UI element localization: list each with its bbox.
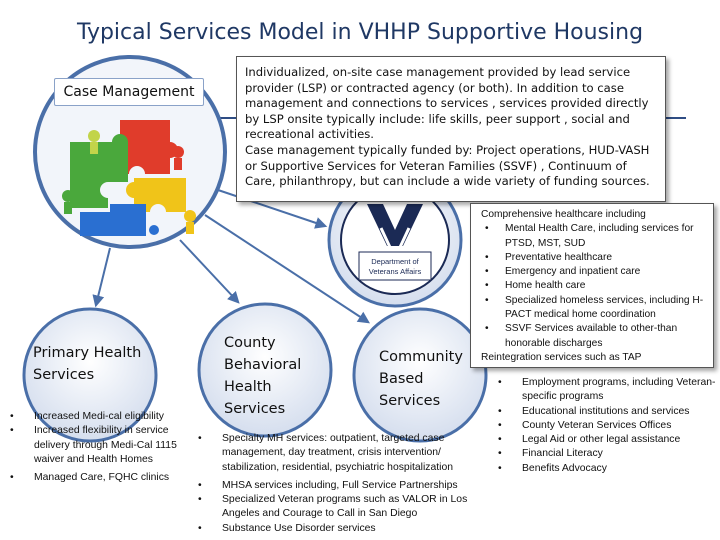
svg-text:Veterans Affairs: Veterans Affairs — [369, 267, 422, 276]
list-item: Educational institutions and services — [494, 405, 716, 420]
county-behavioral-list: Specialty MH services: outpatient, targe… — [194, 432, 484, 536]
list-item: Substance Use Disorder services — [194, 522, 484, 537]
va-healthcare-lead: Comprehensive healthcare including — [481, 209, 646, 220]
case-management-description-box: Individualized, on-site case management … — [236, 56, 666, 202]
list-item: Managed Care, FQHC clinics — [6, 471, 184, 486]
community-based-title: Community Based Services — [379, 349, 463, 409]
list-item: Mental Health Care, including services f… — [477, 222, 707, 251]
page-title: Typical Services Model in VHHP Supportiv… — [76, 20, 644, 45]
list-item: Specialty MH services: outpatient, targe… — [194, 432, 484, 475]
list-item: Emergency and inpatient care — [477, 265, 707, 280]
primary-health-list: Increased Medi-cal eligibility Increased… — [6, 410, 184, 486]
case-management-description-2: Case management typically funded by: Pro… — [245, 142, 650, 189]
va-logo-text: Department of — [371, 257, 419, 266]
va-healthcare-box: Comprehensive healthcare including Menta… — [470, 203, 714, 368]
arrow-to-va — [217, 189, 328, 229]
list-item: Benefits Advocacy — [494, 462, 716, 477]
list-item: County Veteran Services Offices — [494, 419, 716, 434]
arrow-to-primary — [92, 247, 111, 308]
arrow-to-county — [179, 239, 240, 304]
county-behavioral-title: County Behavioral Health Services — [224, 335, 302, 417]
list-item: Increased Medi-cal eligibility — [6, 410, 184, 425]
list-item: Increased flexibility in service deliver… — [6, 424, 184, 467]
list-item: Specialized Veteran programs such as VAL… — [194, 493, 484, 522]
va-healthcare-list: Mental Health Care, including services f… — [477, 222, 707, 351]
va-logo: Department of Veterans Affairs — [340, 185, 450, 295]
list-item: Specialized homeless services, including… — [477, 294, 707, 323]
list-item: Preventative healthcare — [477, 251, 707, 266]
list-item: SSVF Services available to other-than ho… — [477, 322, 707, 351]
list-item: Legal Aid or other legal assistance — [494, 433, 716, 448]
case-management-label: Case Management — [54, 78, 204, 106]
va-healthcare-tail: Reintegration services such as TAP — [481, 351, 642, 363]
primary-health-title: Primary Health Services — [33, 345, 142, 383]
list-item: Financial Literacy — [494, 447, 716, 462]
list-item: MHSA services including, Full Service Pa… — [194, 479, 484, 494]
arrow-to-community — [204, 214, 371, 324]
puzzle-people-image — [62, 120, 196, 236]
list-item: Employment programs, including Veteran-s… — [494, 376, 716, 405]
case-management-description-1: Individualized, on-site case management … — [245, 65, 649, 142]
community-based-list: Employment programs, including Veteran-s… — [494, 376, 716, 476]
list-item: Home health care — [477, 279, 707, 294]
